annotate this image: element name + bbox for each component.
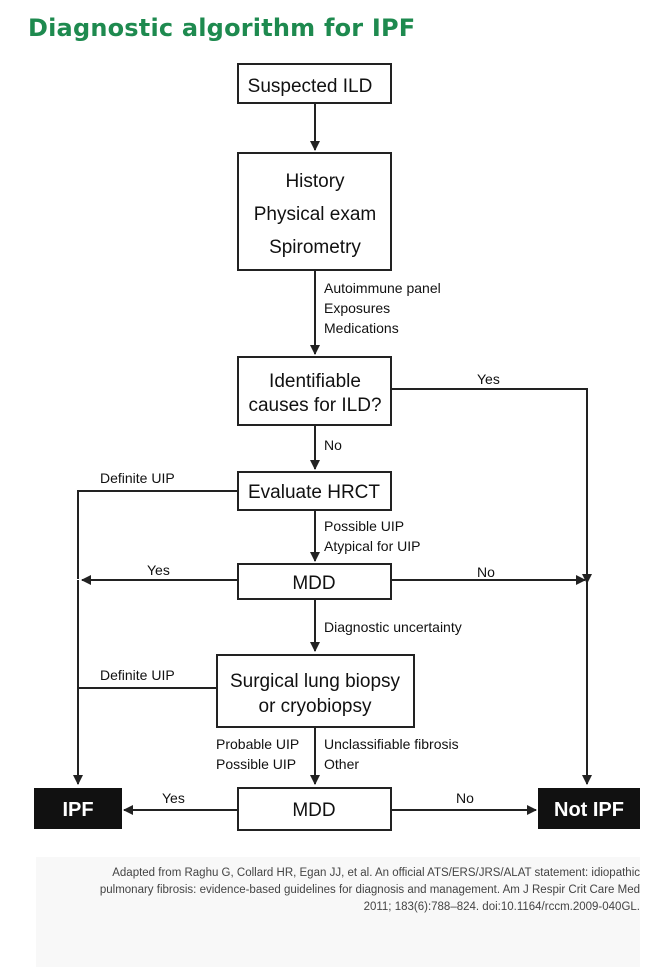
citation-footer: Adapted from Raghu G, Collard HR, Egan J… (36, 857, 640, 967)
biopsy-label-1: Surgical lung biopsy (230, 671, 401, 692)
box-history (237, 152, 392, 271)
box-ipf (34, 788, 122, 829)
history-label: History (285, 171, 345, 192)
edge-identifiable-yes (390, 388, 592, 584)
mdd2-label: MDD (292, 800, 335, 821)
edge-label-mdd1-yes: Yes (147, 562, 170, 578)
edge-label-mdd1-no: No (477, 564, 495, 580)
edge-label-atypical: Atypical for UIP (324, 538, 420, 554)
edge-label-uncertainty: Diagnostic uncertainty (324, 619, 462, 635)
suspected-label: Suspected ILD (248, 76, 373, 97)
box-biopsy (216, 654, 415, 728)
ipf-label: IPF (62, 799, 93, 821)
edge-label-probable-uip: Probable UIP (216, 736, 299, 752)
edge-label-unclassifiable: Unclassifiable fibrosis (324, 736, 459, 752)
edge-label-hrct-definite: Definite UIP (100, 470, 175, 486)
citation-line-1: Adapted from Raghu G, Collard HR, Egan J… (112, 867, 640, 879)
box-not-ipf (538, 788, 640, 829)
diagram-title: Diagnostic algorithm for IPF (28, 14, 416, 42)
box-identifiable (237, 356, 392, 426)
edge-label-other: Other (324, 756, 359, 772)
box-suspected-ild (237, 63, 392, 104)
connectors (73, 103, 592, 815)
edge-label-medications: Medications (324, 320, 399, 336)
edge-label-mdd2-yes: Yes (162, 790, 185, 806)
citation-line-3: 2011; 183(6):788–824. doi:10.1164/rccm.2… (363, 901, 640, 913)
box-hrct (237, 471, 392, 511)
spirometry-label: Spirometry (269, 237, 361, 258)
box-mdd1 (237, 563, 392, 600)
box-mdd2 (237, 787, 392, 831)
edge-label-exposures: Exposures (324, 300, 390, 316)
edge-label-possible-uip-2: Possible UIP (216, 756, 296, 772)
edge-label-identifiable-no: No (324, 437, 342, 453)
identifiable-label-1: Identifiable (269, 371, 361, 392)
edge-label-autoimmune: Autoimmune panel (324, 280, 441, 296)
edge-label-possible-uip: Possible UIP (324, 518, 404, 534)
edge-label-identifiable-yes: Yes (477, 371, 500, 387)
citation-line-2: pulmonary fibrosis: evidence-based guide… (99, 884, 640, 896)
edge-label-mdd2-no: No (456, 790, 474, 806)
flowchart: Suspected ILD History Physical exam Spir… (34, 63, 640, 831)
identifiable-label-2: causes for ILD? (248, 395, 381, 416)
mdd1-label: MDD (292, 573, 335, 594)
physical-exam-label: Physical exam (254, 204, 377, 225)
edge-label-biopsy-definite: Definite UIP (100, 667, 175, 683)
edge-hrct-definite (77, 490, 238, 579)
hrct-label: Evaluate HRCT (248, 482, 380, 503)
not-ipf-label: Not IPF (554, 799, 624, 821)
biopsy-label-2: or cryobiopsy (259, 696, 372, 717)
